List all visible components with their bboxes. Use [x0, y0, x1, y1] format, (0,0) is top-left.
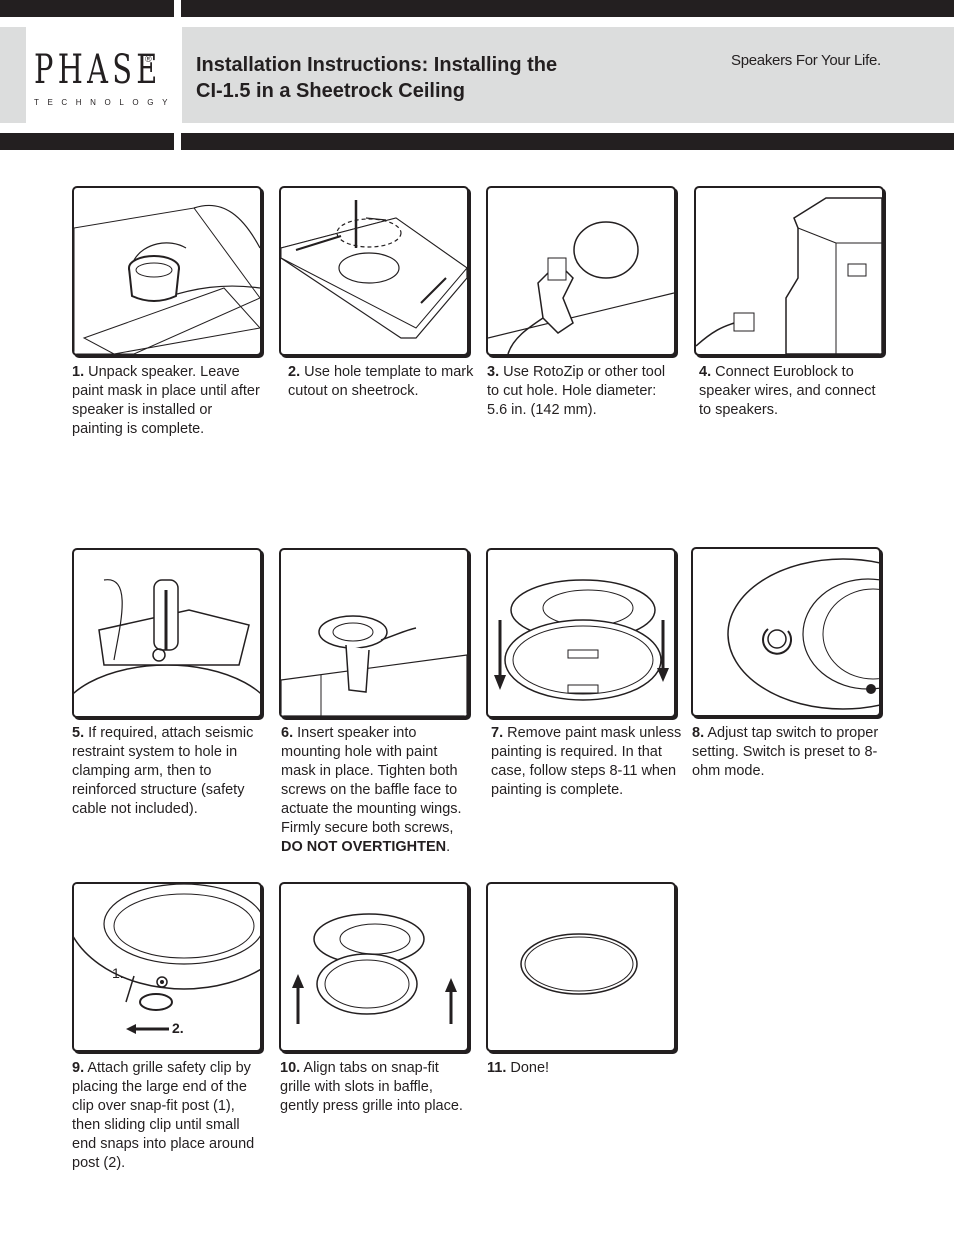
- step-2-illustration: [279, 186, 469, 356]
- step-10-caption: 10. Align tabs on snap-fit grille with s…: [280, 1060, 463, 1114]
- tap-switch-icon: [727, 558, 879, 710]
- hole-template-icon: [281, 200, 467, 339]
- step-11-illustration: [486, 882, 676, 1052]
- euroblock-icon: [696, 197, 882, 354]
- step-9-illustration: 1. 2.: [72, 882, 262, 1052]
- step-5-illustration: [72, 548, 262, 718]
- step-10-illustration: [279, 882, 469, 1052]
- step-8-illustration: [691, 547, 881, 717]
- page-title-line-1: Installation Instructions: Installing th…: [196, 54, 558, 76]
- step-5-caption: 5. If required, attach seismic restraint…: [72, 725, 254, 817]
- insert-speaker-icon: [281, 615, 467, 716]
- remove-paint-mask-icon: [494, 579, 669, 701]
- step-11-caption: 11. Done!: [487, 1060, 550, 1076]
- step-3-caption: 3. Use RotoZip or other tool to cut hole…: [487, 364, 666, 418]
- step-7-illustration: [486, 548, 676, 718]
- rotozip-icon: [488, 221, 674, 354]
- step-4-caption: 4. Connect Euroblock to speaker wires, a…: [699, 364, 876, 418]
- bottom-bar-left: [0, 133, 174, 150]
- step-1-illustration: [72, 186, 262, 356]
- post-2-label: 2.: [172, 1020, 184, 1036]
- step-3-illustration: [486, 186, 676, 356]
- step-8-caption: 8. Adjust tap switch to proper setting. …: [692, 725, 879, 779]
- bottom-bar-right: [181, 133, 954, 150]
- post-1-label: 1.: [112, 965, 124, 981]
- step-4-illustration: [694, 186, 884, 356]
- logo-wordmark: PHASE: [34, 47, 162, 93]
- grille-safety-clip-icon: 1. 2.: [74, 884, 260, 1036]
- top-bar-left: [0, 0, 174, 17]
- finished-grille-icon: [520, 933, 638, 995]
- step-2-caption: 2. Use hole template to mark cutout on s…: [288, 364, 474, 399]
- snap-fit-grille-icon: [292, 913, 457, 1024]
- overtighten-warning: DO NOT OVERTIGHTEN: [281, 839, 447, 855]
- step-6-caption: 6. Insert speaker into mounting hole wit…: [281, 725, 462, 855]
- title-panel: [182, 27, 954, 123]
- logo-registered-mark: ®: [145, 54, 152, 64]
- step-1-caption: 1. Unpack speaker. Leave paint mask in p…: [72, 364, 260, 437]
- page-title-line-2: CI-1.5 in a Sheetrock Ceiling: [196, 80, 465, 102]
- logo-panel: [0, 27, 26, 123]
- logo-subtitle: TECHNOLOGY: [34, 98, 177, 107]
- seismic-restraint-icon: [74, 579, 260, 716]
- top-bar-right: [181, 0, 954, 17]
- step-9-caption: 9. Attach grille safety clip by placing …: [72, 1060, 255, 1171]
- step-7-caption: 7. Remove paint mask unless painting is …: [491, 725, 682, 798]
- step-6-illustration: [279, 548, 469, 718]
- page-title: Installation Instructions: Installing th…: [196, 52, 656, 104]
- unpack-speaker-icon: [74, 204, 260, 354]
- tagline: Speakers For Your Life.: [731, 52, 881, 69]
